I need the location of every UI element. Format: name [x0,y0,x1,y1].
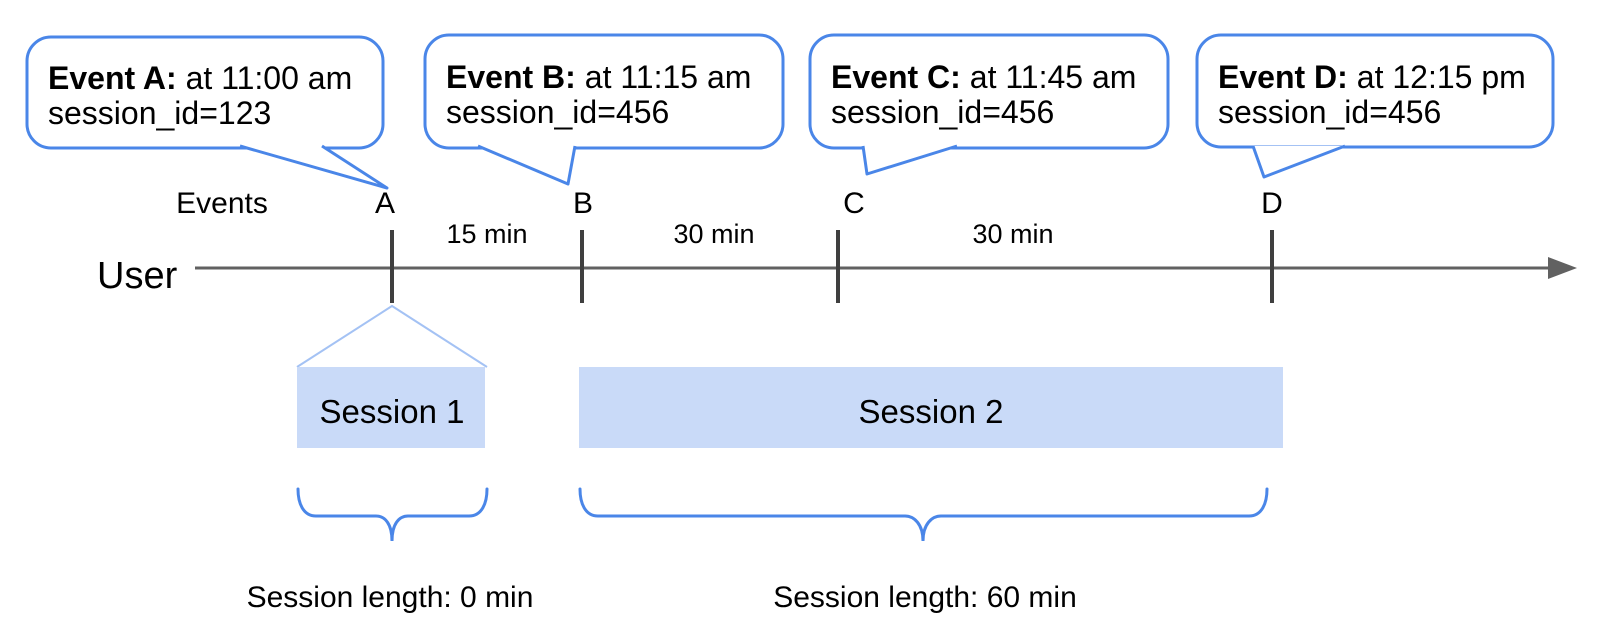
callout-detail: session_id=456 [446,94,669,130]
session-1-funnel [296,304,488,368]
callout-bubble [1195,33,1555,149]
mark-label-d: D [1261,187,1283,220]
callout-bubble [25,35,385,150]
callout-time: at 11:45 am [970,59,1137,95]
callout-tail [1251,144,1346,179]
callout-title: Event C: [831,59,961,95]
callout-line1: Event D:at 12:15 pm [1218,59,1526,95]
interval-b-c: 30 min [673,219,754,249]
timeline-axis: Events User A B C D 15 min 30 min 30 min [97,187,1577,303]
callout-tail [861,144,958,176]
callout-line1: Event A:at 11:00 am [48,60,352,96]
callout-tail [239,144,389,190]
session-2-box [579,367,1283,448]
callout-line1: Event B:at 11:15 am [446,59,751,95]
callout-event-a: Event A:at 11:00 am session_id=123 [25,35,389,190]
callout-tail [477,144,577,186]
callout-event-c: Event C:at 11:45 am session_id=456 [808,33,1170,176]
mark-label-b: B [573,187,593,220]
callout-bubble [423,33,785,150]
user-row-label: User [97,255,178,297]
callout-detail: session_id=123 [48,95,271,131]
session-1-box [297,367,485,448]
session-2-group: Session 2 Session length: 60 min [578,367,1283,614]
callout-line1: Event C:at 11:45 am [831,59,1136,95]
callout-time: at 11:15 am [585,59,752,95]
events-label: Events [176,187,268,220]
callout-title: Event B: [446,59,576,95]
callout-title: Event D: [1218,59,1348,95]
session-2-brace [578,487,1269,542]
callout-time: at 12:15 pm [1357,59,1526,95]
interval-c-d: 30 min [972,219,1053,249]
callout-event-b: Event B:at 11:15 am session_id=456 [423,33,785,186]
callout-time: at 11:00 am [186,60,353,96]
interval-a-b: 15 min [446,219,527,249]
callout-bubble [808,33,1170,150]
session-1-brace [296,487,489,542]
session-1-group: Session 1 Session length: 0 min [247,304,534,614]
session-2-length-label: Session length: 60 min [773,581,1077,614]
arrow-head-icon [1548,257,1577,279]
session-1-label: Session 1 [320,393,465,430]
session-1-length-label: Session length: 0 min [247,581,534,614]
callout-detail: session_id=456 [1218,94,1441,130]
callout-event-d: Event D:at 12:15 pm session_id=456 [1195,33,1555,179]
mark-label-a: A [375,187,395,220]
mark-label-c: C [843,187,865,220]
callout-title: Event A: [48,60,177,96]
callout-detail: session_id=456 [831,94,1054,130]
session-2-label: Session 2 [859,393,1004,430]
